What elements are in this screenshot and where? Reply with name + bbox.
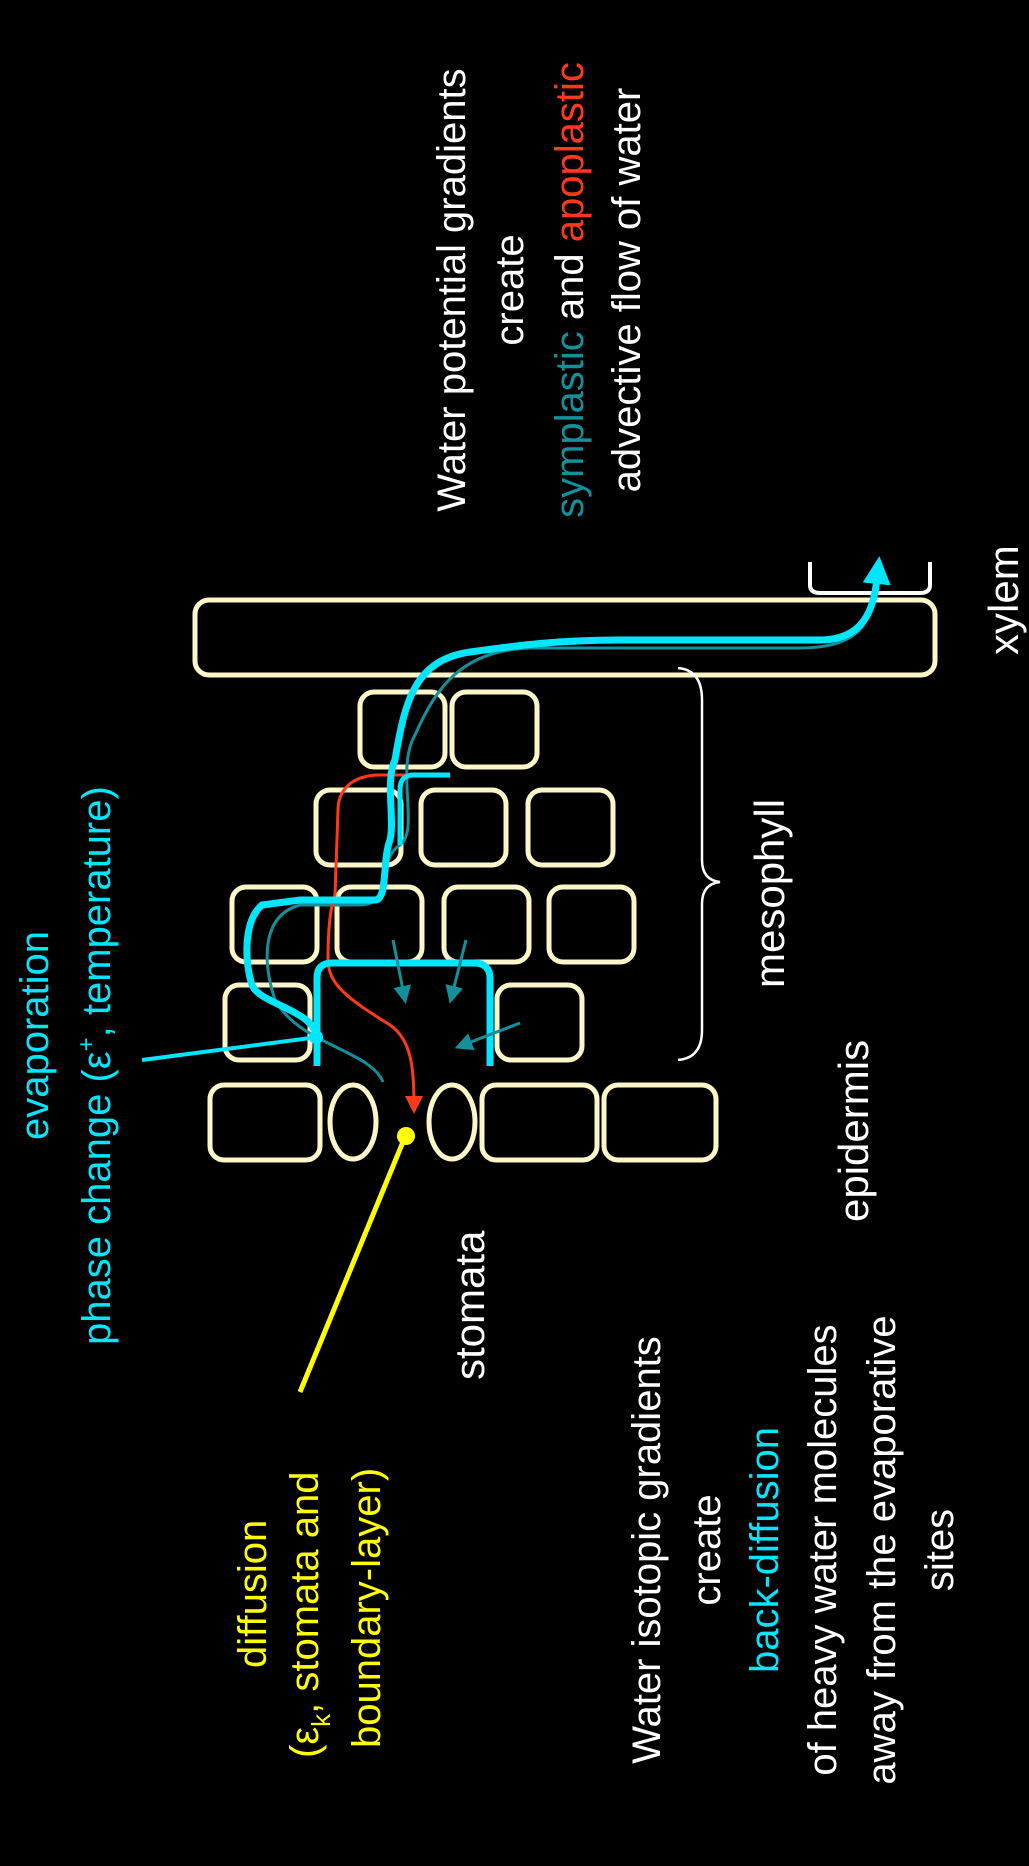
phase-change-suffix: , temperature) (75, 786, 119, 1037)
isotopic-gradient-text: Water isotopic gradients create back-dif… (625, 1315, 962, 1784)
boundary-layer-text: boundary-layer) (345, 1468, 389, 1748)
back-diffusion-arrow (445, 939, 468, 1004)
cyan-substomatal-cavity (313, 959, 494, 1066)
isotopic-line5: away from the evaporative (860, 1315, 904, 1784)
mesophyll-cell (525, 787, 616, 868)
xylem-vessel (192, 597, 938, 678)
evaporation-title: evaporation (13, 931, 57, 1140)
svg-text:mesophyll: mesophyll (746, 799, 793, 988)
svg-text:xylem: xylem (980, 545, 1027, 655)
diffusion-site-dot (397, 1127, 415, 1145)
back-diffusion-arrow (454, 1021, 521, 1051)
guard-cell-right (426, 1082, 478, 1162)
isotopic-line1: Water isotopic gradients (625, 1336, 669, 1764)
mesophyll-cell (494, 982, 585, 1063)
diffusion-title: diffusion (231, 1520, 275, 1668)
back-diffusion-arrows (391, 939, 521, 1051)
epsilon-k-subscript: k (306, 1713, 336, 1727)
diffusion-detail-prefix: (ε (283, 1727, 327, 1758)
water-potential-line1: Water potential gradients (430, 68, 474, 511)
svg-text:epidermis: epidermis (830, 1040, 877, 1222)
water-potential-line2: create (488, 234, 532, 345)
xylem-label: xylem (980, 545, 1027, 655)
epidermis-cells (207, 1082, 719, 1163)
diffusion-pointer (297, 1136, 408, 1393)
phase-change-text: phase change (ε (75, 1051, 119, 1345)
isotopic-line6: sites (918, 1509, 962, 1591)
epidermis-label: epidermis (830, 1040, 877, 1222)
diffusion-detail-suffix: , stomata and (283, 1471, 327, 1713)
back-diffusion-arrow (391, 939, 412, 1004)
symplastic-word: symplastic (548, 331, 592, 518)
svg-text:stomata: stomata (446, 1230, 493, 1380)
diffusion-detail-label: (εk, stomata and (283, 1471, 336, 1758)
mesophyll-cell (441, 884, 532, 965)
apoplastic-word: apoplastic (548, 62, 592, 242)
mesophyll-brace (677, 666, 721, 1062)
mesophyll-cell (357, 689, 448, 770)
mesophyll-cell (229, 884, 320, 965)
mesophyll-label: mesophyll (746, 799, 793, 988)
mesophyll-cell (546, 884, 637, 965)
evaporation-site-dot (309, 1030, 323, 1044)
svg-text:(εk, stomata and: (εk, stomata and (283, 1471, 336, 1758)
cyan-main-flow-path (243, 556, 891, 1066)
epidermis-cell (601, 1082, 719, 1163)
water-potential-line4: advective flow of water (605, 88, 649, 493)
and-word: and (548, 242, 592, 331)
mesophyll-cell (449, 689, 540, 770)
guard-cell-left (327, 1082, 379, 1162)
apoplastic-flow-path (326, 773, 445, 1114)
cyan-branch-to-cell (397, 772, 450, 845)
svg-text:phase change (ε+, temperature): phase change (ε+, temperature) (73, 786, 119, 1345)
isotopic-line2: create (685, 1494, 729, 1605)
epidermis-cell (479, 1082, 600, 1163)
isotopic-line4: of heavy water molecules (801, 1324, 845, 1775)
boundary-layer-label: boundary-layer) (345, 1468, 389, 1748)
isotopic-line3: back-diffusion (743, 1427, 787, 1673)
svg-text:symplastic and apoplastic: symplastic and apoplastic (548, 62, 592, 518)
diffusion-label: diffusion (231, 1520, 275, 1668)
epidermis-cell (207, 1082, 323, 1163)
evaporation-label: evaporation (13, 931, 57, 1140)
stomata-label: stomata (446, 1230, 493, 1380)
mesophyll-cell (418, 787, 509, 868)
evaporation-pointer (141, 1035, 319, 1062)
water-potential-text: Water potential gradients create symplas… (430, 62, 649, 518)
xylem-bracket (808, 562, 932, 595)
epsilon-plus-superscript: + (73, 1037, 100, 1051)
phase-change-label: phase change (ε+, temperature) (73, 786, 119, 1345)
